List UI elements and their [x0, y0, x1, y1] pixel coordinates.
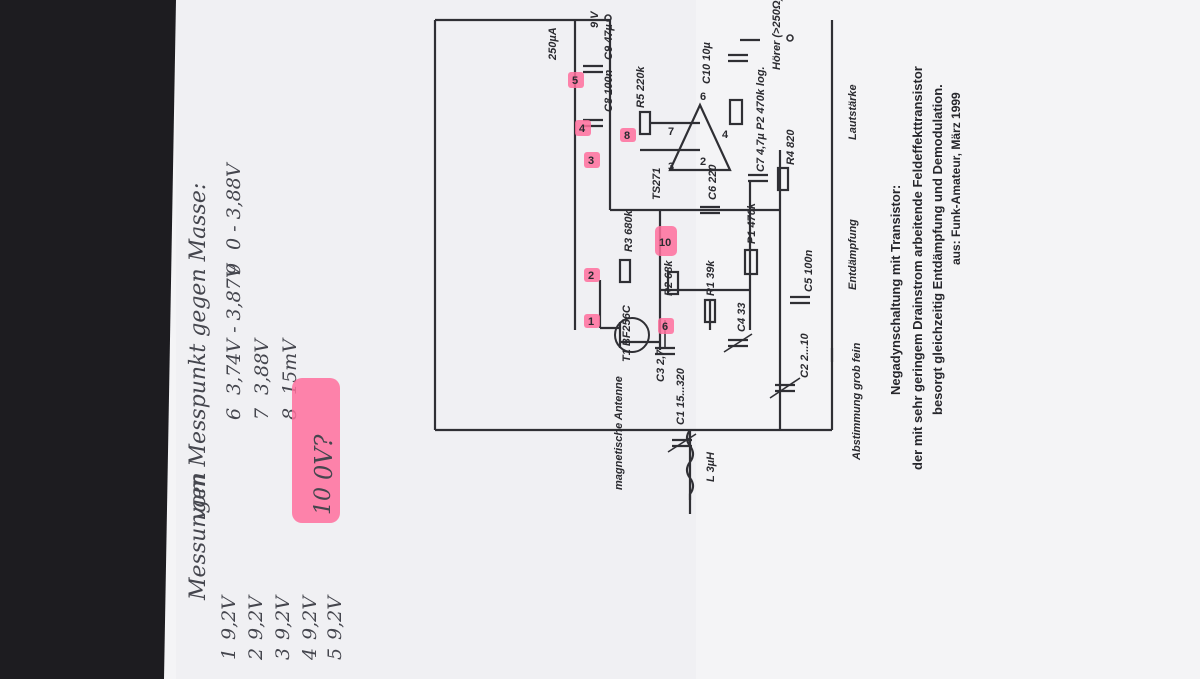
capacitor-c5 [790, 295, 810, 305]
svg-text:8: 8 [624, 130, 630, 142]
marker-4: 4 [575, 120, 591, 136]
caption-line-3: besorgt gleichzeitig Entdämpfung und Dem… [930, 84, 945, 415]
resistor-r2 [666, 270, 680, 296]
label-c4: C4 33 [736, 303, 748, 332]
label-r3: R3 680k [623, 210, 635, 252]
resistor-r4 [776, 166, 790, 192]
label-r1: R1 39k [705, 260, 717, 296]
pin-6: 6 [700, 91, 706, 103]
note-pt-10: 10 [311, 487, 336, 515]
label-volume: Lautstärke [847, 84, 859, 140]
capacitor-c9 [583, 64, 603, 74]
caption-line-1: Negadynschaltung mit Transistor: [888, 185, 903, 395]
label-r2: R2 68k [663, 260, 675, 296]
label-c9: C9 47µ [603, 24, 615, 60]
note-pt-6: 6 [223, 408, 245, 420]
caption-source: aus: Funk-Amateur, März 1999 [949, 92, 963, 265]
label-ic: TS271 [651, 168, 663, 200]
svg-text:3: 3 [588, 155, 594, 167]
capacitor-c1 [667, 433, 697, 453]
potentiometer-p2 [728, 98, 744, 126]
pin-7: 7 [668, 126, 674, 138]
marker-8: 8 [620, 128, 636, 142]
handwritten-notes: Messungen vom Messpunkt gegen Masse: 1 9… [186, 161, 346, 661]
svg-text:4: 4 [579, 123, 586, 135]
marker-10: 10 [655, 226, 677, 256]
note-highlight [292, 378, 340, 523]
label-earphone: Hörer (>250Ω) [771, 0, 783, 70]
notes-heading-left: Messungen [186, 472, 211, 601]
label-damping: Entdämpfung [847, 219, 859, 290]
pin-4: 4 [722, 129, 729, 141]
note-pt-9: 9 [223, 263, 245, 275]
label-c8: C8 100n [603, 70, 615, 112]
note-pt-4: 4 [299, 648, 321, 661]
label-c3: C3 2,7 [655, 349, 667, 382]
note-pt-2: 2 [245, 648, 267, 661]
svg-text:10: 10 [659, 237, 671, 249]
earphone [604, 14, 794, 42]
label-c5: C5 100n [803, 250, 815, 292]
label-p1: P1 470k [746, 202, 758, 244]
marker-6: 6 [658, 318, 674, 334]
coil-l [685, 429, 695, 514]
label-tuning: Abstimmung grob fein [851, 342, 863, 461]
svg-text:1: 1 [588, 316, 594, 328]
marker-5: 5 [568, 72, 584, 88]
note-val-1: 9,2V [218, 594, 240, 640]
capacitor-c10 [728, 53, 748, 63]
pin-2: 2 [700, 156, 706, 168]
label-supply-voltage: 9 V [589, 10, 601, 28]
label-supply-current: 250µA [547, 27, 559, 61]
note-pt-3: 3 [272, 648, 294, 660]
note-val-9: 0 - 3,88V [223, 161, 245, 250]
capacitor-c4 [723, 333, 753, 353]
label-antenna: magnetische Antenne [613, 376, 625, 490]
label-c1: C1 15...320 [675, 367, 687, 425]
note-pt-5: 5 [324, 648, 346, 660]
label-c7: C7 4,7µ [755, 133, 767, 172]
capacitor-c6 [700, 205, 720, 215]
note-pt-7: 7 [251, 407, 273, 420]
label-c6: C6 220 [707, 164, 719, 200]
label-r4: R4 820 [785, 129, 797, 165]
svg-text:6: 6 [662, 321, 668, 333]
label-c10: C10 10µ [701, 42, 713, 84]
label-c2: C2 2...10 [799, 332, 811, 378]
capacitor-c2 [769, 377, 801, 399]
svg-text:5: 5 [572, 75, 578, 87]
label-p2: P2 470k log. [755, 66, 767, 130]
note-val-5: 9,2V [324, 594, 346, 640]
note-val-10: 0V? [310, 434, 338, 480]
label-coil: L 3µH [705, 451, 717, 482]
note-val-4: 9,2V [299, 594, 321, 640]
note-val-6: 3,74V - 3,87V [223, 262, 245, 395]
caption-line-2: der mit sehr geringem Drainstrom arbeite… [910, 66, 925, 470]
capacitor-c7 [748, 173, 768, 183]
marker-1: 1 [584, 314, 600, 328]
pin-3: 3 [668, 161, 674, 173]
note-val-3: 9,2V [272, 594, 294, 640]
opamp-ts271 [668, 102, 732, 172]
marker-3: 3 [584, 152, 600, 168]
notes-right-column: 6 3,74V - 3,87V 7 3,88V 8 15mV 9 0 - 3,8… [223, 161, 301, 420]
resistor-r3 [618, 258, 632, 284]
note-val-2: 9,2V [245, 594, 267, 640]
caption: Negadynschaltung mit Transistor: der mit… [888, 66, 963, 470]
schematic: 1 2 3 4 5 6 8 10 7 3 [433, 0, 863, 514]
note-val-7: 3,88V [251, 337, 273, 395]
label-r5: R5 220k [635, 66, 647, 108]
svg-text:2: 2 [588, 270, 594, 282]
marker-2: 2 [584, 268, 600, 282]
notes-heading-right: vom Messpunkt gegen Masse: [186, 183, 211, 520]
notes-left-column: 1 9,2V 2 9,2V 3 9,2V 4 9,2V 5 9,2V [218, 594, 346, 661]
note-pt-1: 1 [218, 648, 240, 660]
label-t1: T1 BF256C [621, 304, 633, 362]
